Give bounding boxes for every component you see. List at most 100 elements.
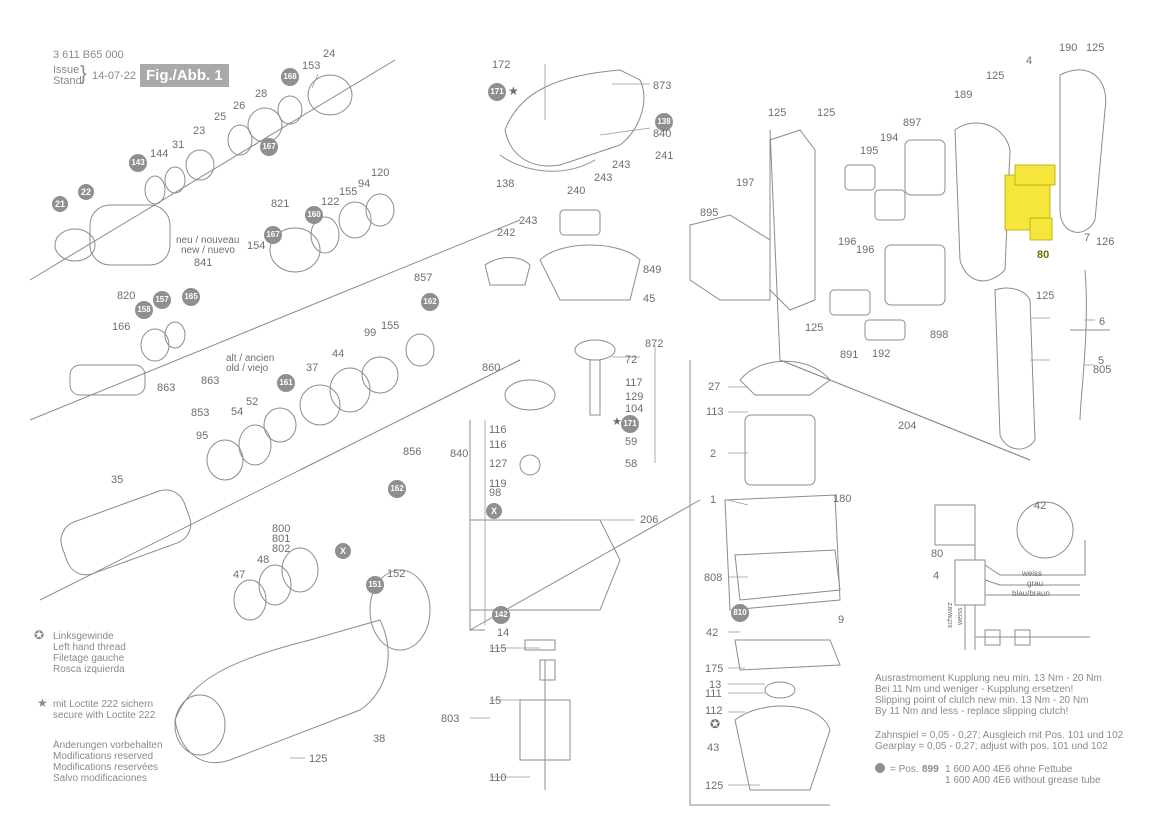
part-104: 104 — [625, 403, 644, 415]
callout-138: 138 — [655, 113, 673, 131]
callout-162-top: 162 — [421, 293, 439, 311]
part-47: 47 — [233, 569, 246, 581]
callout-167b: 167 — [264, 226, 282, 244]
part-849: 849 — [643, 264, 662, 276]
part-7: 7 — [1084, 232, 1091, 244]
part-125-handle: 125 — [309, 753, 328, 765]
part-28: 28 — [255, 88, 268, 100]
part-5: 5 — [1098, 355, 1105, 367]
legend-loctite-de: mit Loctite 222 sichern — [53, 699, 154, 710]
part-803: 803 — [441, 713, 460, 725]
part-190: 190 — [1059, 42, 1078, 54]
pos-899-number: 899 — [922, 764, 939, 775]
part-99: 99 — [364, 327, 377, 339]
clutch-note-3: Slipping point of clutch new min. 13 Nm … — [875, 695, 1089, 706]
part-6: 6 — [1099, 316, 1106, 328]
part-872: 872 — [645, 338, 664, 350]
part-80-highlighted: 80 — [1037, 249, 1050, 261]
wire-white: weiss — [1022, 569, 1043, 578]
left-thread-icon-small: ✪ — [710, 717, 721, 731]
part-98: 98 — [489, 487, 502, 499]
part-180: 180 — [833, 493, 852, 505]
part-119: 119 — [489, 478, 507, 490]
wire-blue-brown: blau/braun — [1012, 589, 1050, 598]
old-variant-label-2: old / viejo — [226, 363, 269, 374]
part-72: 72 — [625, 354, 638, 366]
part-897: 897 — [903, 117, 922, 129]
part-1: 1 — [710, 494, 717, 506]
part-126: 126 — [1096, 236, 1115, 248]
part-243-mid: 243 — [594, 172, 613, 184]
clutch-note-2: Bei 11 Nm und weniger - Kupplung ersetze… — [875, 684, 1074, 695]
part-154: 154 — [247, 240, 266, 252]
figure-label: Fig./Abb. 1 — [140, 64, 229, 87]
legend-left-thread-es: Rosca izquierda — [53, 664, 125, 675]
part-243-left: 243 — [519, 215, 538, 227]
part-242: 242 — [497, 227, 516, 239]
new-variant-label-1: neu / nouveau — [176, 235, 240, 246]
wiring-part-4: 4 — [933, 570, 940, 582]
part-821: 821 — [271, 198, 290, 210]
part-111: 111 — [705, 688, 722, 700]
part-204: 204 — [898, 420, 917, 432]
part-9: 9 — [838, 614, 845, 626]
part-863-right: 863 — [201, 375, 220, 387]
stand-label: Stand — [53, 75, 82, 87]
callout-810: 810 — [731, 604, 749, 622]
left-thread-icon: ✪ — [34, 628, 45, 642]
pos-899-dot — [875, 763, 885, 773]
part-115: 115 — [489, 643, 507, 655]
legend-reserved-en: Modifications reserved — [53, 751, 154, 762]
callout-x-left: X — [335, 543, 351, 559]
part-38: 38 — [373, 733, 386, 745]
pos-899-line-2: 1 600 A00 4E6 without grease tube — [945, 775, 1101, 786]
part-196-left: 196 — [838, 236, 857, 248]
part-808: 808 — [704, 572, 723, 584]
part-840-mid: 840 — [450, 448, 469, 460]
part-856: 856 — [403, 446, 422, 458]
legend-loctite-en: secure with Loctite 222 — [53, 710, 156, 721]
callout-160: 160 — [305, 206, 323, 224]
loctite-star-icon-mid: ★ — [612, 416, 622, 428]
callout-21: 21 — [52, 196, 68, 212]
part-112: 112 — [705, 705, 723, 717]
issue-date: 14-07-22 — [92, 70, 137, 82]
part-891: 891 — [840, 349, 859, 361]
callout-167a: 167 — [260, 138, 278, 156]
legend-left-thread-en: Left hand thread — [53, 642, 126, 653]
part-125-right-2: 125 — [986, 70, 1005, 82]
part-2: 2 — [710, 448, 717, 460]
part-122: 122 — [321, 196, 340, 208]
part-15: 15 — [489, 695, 502, 707]
document-number: 3 611 B65 000 — [53, 49, 124, 61]
part-59: 59 — [625, 436, 638, 448]
part-144: 144 — [150, 148, 169, 160]
part-58: 58 — [625, 458, 638, 470]
part-43: 43 — [707, 742, 720, 754]
part-841: 841 — [194, 257, 213, 269]
part-125-top-right: 125 — [1086, 42, 1105, 54]
part-110: 110 — [489, 772, 507, 784]
wire-grey: grau — [1027, 579, 1044, 588]
callout-161: 161 — [277, 374, 295, 392]
part-857: 857 — [414, 272, 433, 284]
wire-white-vertical: weiss — [957, 607, 964, 625]
part-94: 94 — [358, 178, 371, 190]
wiring-part-42: 42 — [1034, 500, 1047, 512]
part-153: 153 — [302, 60, 321, 72]
part-241: 241 — [655, 150, 674, 162]
new-variant-label-2: new / nuevo — [181, 245, 235, 256]
part-243-top: 243 — [612, 159, 631, 171]
legend-left-thread-fr: Filetage gauche — [53, 653, 125, 664]
pos-899-prefix: = Pos. — [890, 764, 919, 775]
callout-157: 157 — [153, 291, 171, 309]
part-23: 23 — [193, 125, 206, 137]
clutch-note-4: By 11 Nm and less - replace slipping clu… — [875, 706, 1069, 717]
callout-171-top: 171 — [488, 83, 506, 101]
wiring-part-80: 80 — [931, 548, 944, 560]
part-129: 129 — [625, 391, 644, 403]
clutch-note-1: Ausrastmoment Kupplung neu min. 13 Nm - … — [875, 673, 1102, 684]
callout-165: 165 — [182, 288, 200, 306]
